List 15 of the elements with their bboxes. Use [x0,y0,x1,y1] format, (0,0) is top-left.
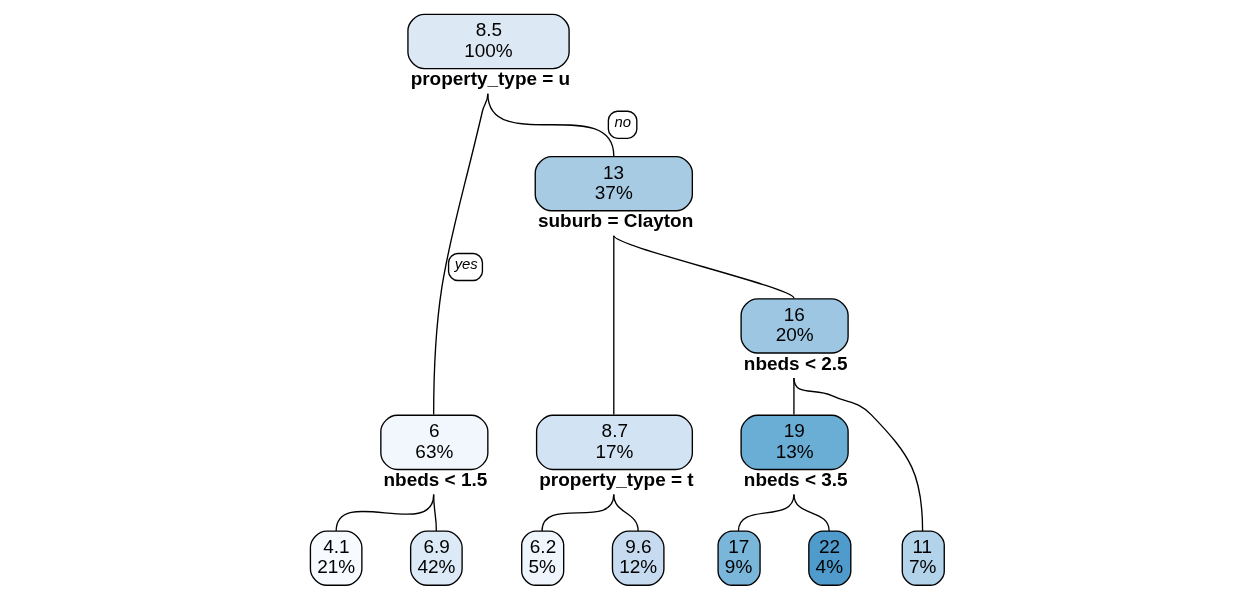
node-label: nbeds < 3.5 [743,469,848,490]
node-label: suburb = Clayton [537,210,693,232]
connector [486,92,614,157]
connector [612,235,614,416]
node-label: nbeds < 2.5 [743,352,848,374]
connector [792,493,830,532]
connector [792,377,923,532]
connector [612,235,795,299]
edge-label: no [613,114,631,131]
connector [432,493,437,532]
connector [612,493,639,532]
node-label: nbeds < 1.5 [383,469,487,490]
edge-label: yes [454,256,478,273]
node-label: property_type = t [538,469,694,490]
node-label: property_type = u [410,68,570,90]
